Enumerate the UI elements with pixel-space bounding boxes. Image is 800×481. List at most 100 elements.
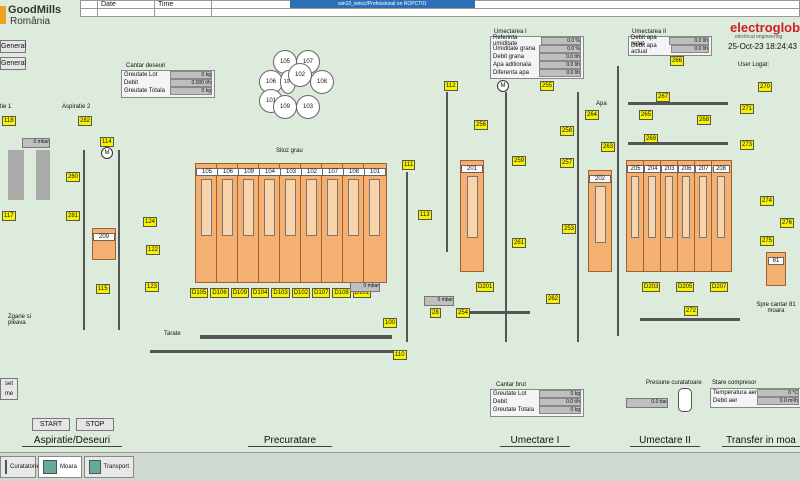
stop-button[interactable]: STOP bbox=[76, 418, 114, 431]
general-button-2[interactable]: General bbox=[0, 57, 26, 70]
tag-d109[interactable]: D109 bbox=[230, 288, 250, 298]
silo-104[interactable]: 104 bbox=[259, 164, 281, 282]
tag-281[interactable]: 281 bbox=[66, 211, 81, 221]
general-button-1[interactable]: General bbox=[0, 40, 26, 53]
tag-d103[interactable]: D103 bbox=[271, 288, 290, 298]
silo-207[interactable]: 207 bbox=[695, 161, 712, 271]
silo-109[interactable]: 109 bbox=[238, 164, 260, 282]
tag-267[interactable]: 267 bbox=[656, 92, 671, 102]
tag-122[interactable]: 122 bbox=[146, 245, 161, 255]
tag-255[interactable]: 255 bbox=[540, 81, 555, 91]
tag-118[interactable]: 118 bbox=[2, 116, 16, 126]
tag-264[interactable]: 264 bbox=[585, 110, 600, 120]
compresor-title: Stare compresor bbox=[712, 380, 757, 386]
tag-254[interactable]: 254 bbox=[456, 308, 471, 318]
tag-257[interactable]: 257 bbox=[560, 158, 575, 168]
tag-112[interactable]: 112 bbox=[444, 81, 458, 91]
hex-102[interactable]: 102 bbox=[288, 63, 312, 87]
tag-117[interactable]: 117 bbox=[2, 211, 16, 221]
silo-206[interactable]: 206 bbox=[678, 161, 695, 271]
tag-d105[interactable]: D105 bbox=[190, 288, 209, 298]
silo-205[interactable]: 205 bbox=[627, 161, 644, 271]
tag-124[interactable]: 124 bbox=[143, 217, 158, 227]
elevator-111 bbox=[406, 172, 408, 342]
tag-273[interactable]: 273 bbox=[740, 140, 755, 150]
silo-108[interactable]: 108 bbox=[343, 164, 365, 282]
silo-204[interactable]: 204 bbox=[644, 161, 661, 271]
pressure-mid2: 0 mbar bbox=[424, 296, 454, 306]
hex-109[interactable]: 109 bbox=[273, 95, 297, 119]
start-button[interactable]: START bbox=[32, 418, 70, 431]
silo-105[interactable]: 105 bbox=[196, 164, 218, 282]
tag-275[interactable]: 275 bbox=[760, 236, 775, 246]
label-aspiratie2: Aspiratie 2 bbox=[62, 104, 91, 110]
tag-28[interactable]: 28 bbox=[430, 308, 441, 318]
tag-274[interactable]: 274 bbox=[760, 196, 775, 206]
silo-106[interactable]: 106 bbox=[217, 164, 239, 282]
hex-108[interactable]: 108 bbox=[310, 70, 334, 94]
cyclone-1 bbox=[8, 150, 24, 200]
tag-d108[interactable]: D108 bbox=[332, 288, 351, 298]
tag-270[interactable]: 270 bbox=[758, 82, 773, 92]
elevator-114b bbox=[118, 150, 120, 330]
task-moara[interactable]: Moara bbox=[38, 456, 82, 478]
tag-110[interactable]: 110 bbox=[393, 350, 407, 360]
tag-271[interactable]: 271 bbox=[740, 104, 755, 114]
tag-261[interactable]: 261 bbox=[512, 238, 527, 248]
silo-201[interactable]: 201 bbox=[460, 160, 484, 272]
transport-icon bbox=[89, 460, 101, 474]
tag-262[interactable]: 262 bbox=[546, 294, 561, 304]
tag-d203[interactable]: D203 bbox=[642, 282, 661, 292]
label-tarate: Tarate bbox=[164, 331, 181, 337]
goodmills-logo: GoodMills România bbox=[8, 4, 62, 27]
tag-259[interactable]: 259 bbox=[512, 156, 527, 166]
silo-101[interactable]: 101 bbox=[364, 164, 386, 282]
tag-263[interactable]: 263 bbox=[601, 142, 616, 152]
tag-253[interactable]: 253 bbox=[562, 224, 577, 234]
datetime: 25-Oct-23 18:24:43 bbox=[728, 42, 797, 51]
tag-d102[interactable]: D102 bbox=[291, 288, 311, 298]
tag-114[interactable]: 114 bbox=[100, 137, 114, 147]
tag-d107[interactable]: D107 bbox=[312, 288, 331, 298]
tag-282[interactable]: 282 bbox=[78, 116, 93, 126]
silo-107[interactable]: 107 bbox=[322, 164, 344, 282]
tag-276[interactable]: 276 bbox=[780, 218, 795, 228]
silo-208[interactable]: 208 bbox=[712, 161, 730, 271]
silo-202[interactable]: 202 bbox=[588, 170, 612, 272]
tag-113[interactable]: 113 bbox=[418, 210, 432, 220]
conveyor-272 bbox=[640, 318, 740, 321]
silo-102[interactable]: 102 bbox=[301, 164, 323, 282]
silo-203[interactable]: 203 bbox=[661, 161, 678, 271]
hex-103[interactable]: 103 bbox=[296, 95, 320, 119]
task-curatatorie[interactable]: Curatatorie bbox=[0, 456, 40, 478]
task-transport[interactable]: Transport bbox=[84, 456, 134, 478]
tag-100[interactable]: 100 bbox=[383, 318, 398, 328]
tag-268[interactable]: 268 bbox=[697, 115, 712, 125]
tag-d201[interactable]: D201 bbox=[476, 282, 495, 292]
tag-111[interactable]: 111 bbox=[402, 160, 416, 170]
tag-256[interactable]: 256 bbox=[474, 120, 489, 130]
tag-d205[interactable]: D205 bbox=[676, 282, 695, 292]
tag-d207[interactable]: D207 bbox=[710, 282, 729, 292]
window-title: win10_wincc/Professional on ROPCT01 bbox=[290, 0, 475, 8]
curatatorie-icon bbox=[5, 460, 7, 474]
electroglobal-logo: electroglobal bbox=[730, 20, 800, 35]
tag-258[interactable]: 258 bbox=[560, 126, 575, 136]
tag-266[interactable]: 266 bbox=[670, 56, 685, 66]
tag-d106[interactable]: D106 bbox=[210, 288, 229, 298]
tag-260[interactable]: 260 bbox=[66, 172, 81, 182]
silo-209[interactable]: 209 bbox=[92, 228, 116, 260]
tag-265[interactable]: 265 bbox=[639, 110, 654, 120]
user-label: User Logat: bbox=[738, 62, 770, 68]
silo-103[interactable]: 103 bbox=[280, 164, 302, 282]
tag-123[interactable]: 123 bbox=[145, 282, 160, 292]
cantar-deseuri-title: Cantar deseuri bbox=[126, 63, 166, 69]
tag-d104[interactable]: D104 bbox=[251, 288, 270, 298]
presiune-title: Presiune curatatoare bbox=[646, 380, 702, 386]
tag-115[interactable]: 115 bbox=[96, 284, 110, 294]
tag-272[interactable]: 272 bbox=[684, 306, 699, 316]
silo-81[interactable]: 81 bbox=[766, 252, 786, 286]
